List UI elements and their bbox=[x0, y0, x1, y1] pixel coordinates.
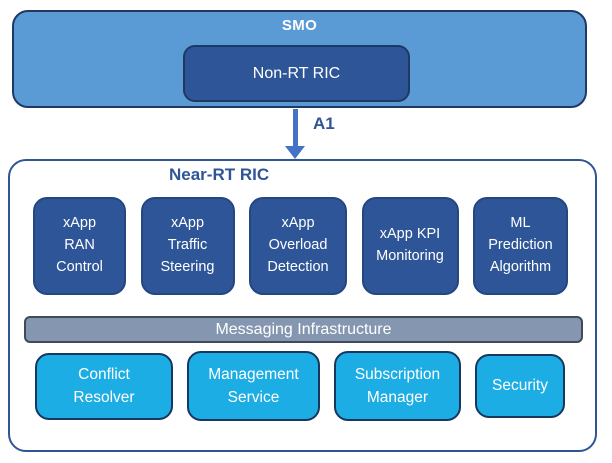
non-rt-ric-label: Non-RT RIC bbox=[252, 64, 341, 82]
a1-interface-label: A1 bbox=[313, 114, 335, 133]
xapp-traffic-steering-box: xApp Traffic Steering bbox=[140, 197, 235, 295]
services-row: Conflict Resolver Management Service Sub… bbox=[35, 350, 565, 422]
management-service-box: Management Service bbox=[187, 351, 320, 421]
ml-prediction-algorithm-box: ML Prediction Algorithm bbox=[473, 197, 568, 295]
conflict-resolver-box: Conflict Resolver bbox=[35, 352, 173, 420]
security-box: Security bbox=[475, 354, 565, 418]
xapps-row: xApp RAN Control xApp Traffic Steering x… bbox=[33, 197, 568, 295]
non-rt-ric-box: Non-RT RIC bbox=[183, 45, 410, 102]
near-rt-ric-container: Near-RT RIC xApp RAN Control xApp Traffi… bbox=[8, 159, 597, 452]
xapp-ran-control-box: xApp RAN Control bbox=[33, 197, 126, 295]
a1-arrow-head-icon bbox=[285, 146, 305, 159]
xapp-overload-detection-box: xApp Overload Detection bbox=[249, 197, 347, 295]
messaging-infrastructure-bar: Messaging Infrastructure bbox=[24, 316, 583, 343]
near-rt-ric-label: Near-RT RIC bbox=[169, 165, 270, 184]
smo-box: SMO Non-RT RIC bbox=[12, 10, 587, 108]
a1-arrow-shaft bbox=[293, 109, 298, 147]
messaging-infrastructure-label: Messaging Infrastructure bbox=[215, 320, 392, 338]
smo-label: SMO bbox=[281, 17, 318, 34]
subscription-manager-box: Subscription Manager bbox=[334, 351, 461, 421]
xapp-kpi-monitoring-box: xApp KPI Monitoring bbox=[361, 197, 459, 295]
